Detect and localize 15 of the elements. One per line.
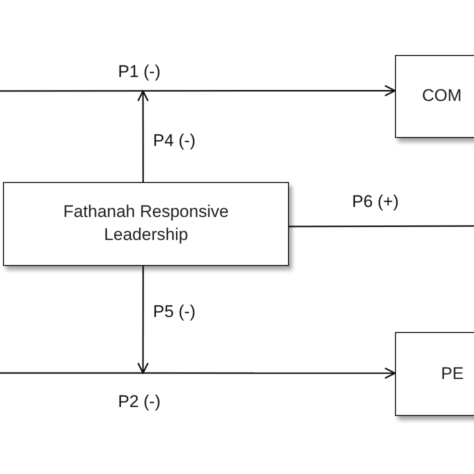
- edge-label: P4 (-): [151, 131, 198, 151]
- arrow: [137, 266, 149, 374]
- edge-label: P2 (-): [116, 392, 162, 412]
- process-box: [395, 55, 474, 138]
- process-box: [395, 332, 474, 416]
- box-label: COM: [422, 85, 462, 108]
- box-label: Fathanah Responsive Leadership: [62, 201, 230, 246]
- box-label: PE: [441, 362, 464, 385]
- arrow: [0, 84, 396, 96]
- process-box: [3, 182, 289, 266]
- arrow: [137, 90, 149, 182]
- edge-label: P6 (+): [350, 192, 401, 212]
- edge-label: P1 (-): [116, 62, 162, 82]
- arrow: [0, 367, 396, 379]
- edge-label: P5 (-): [151, 302, 198, 322]
